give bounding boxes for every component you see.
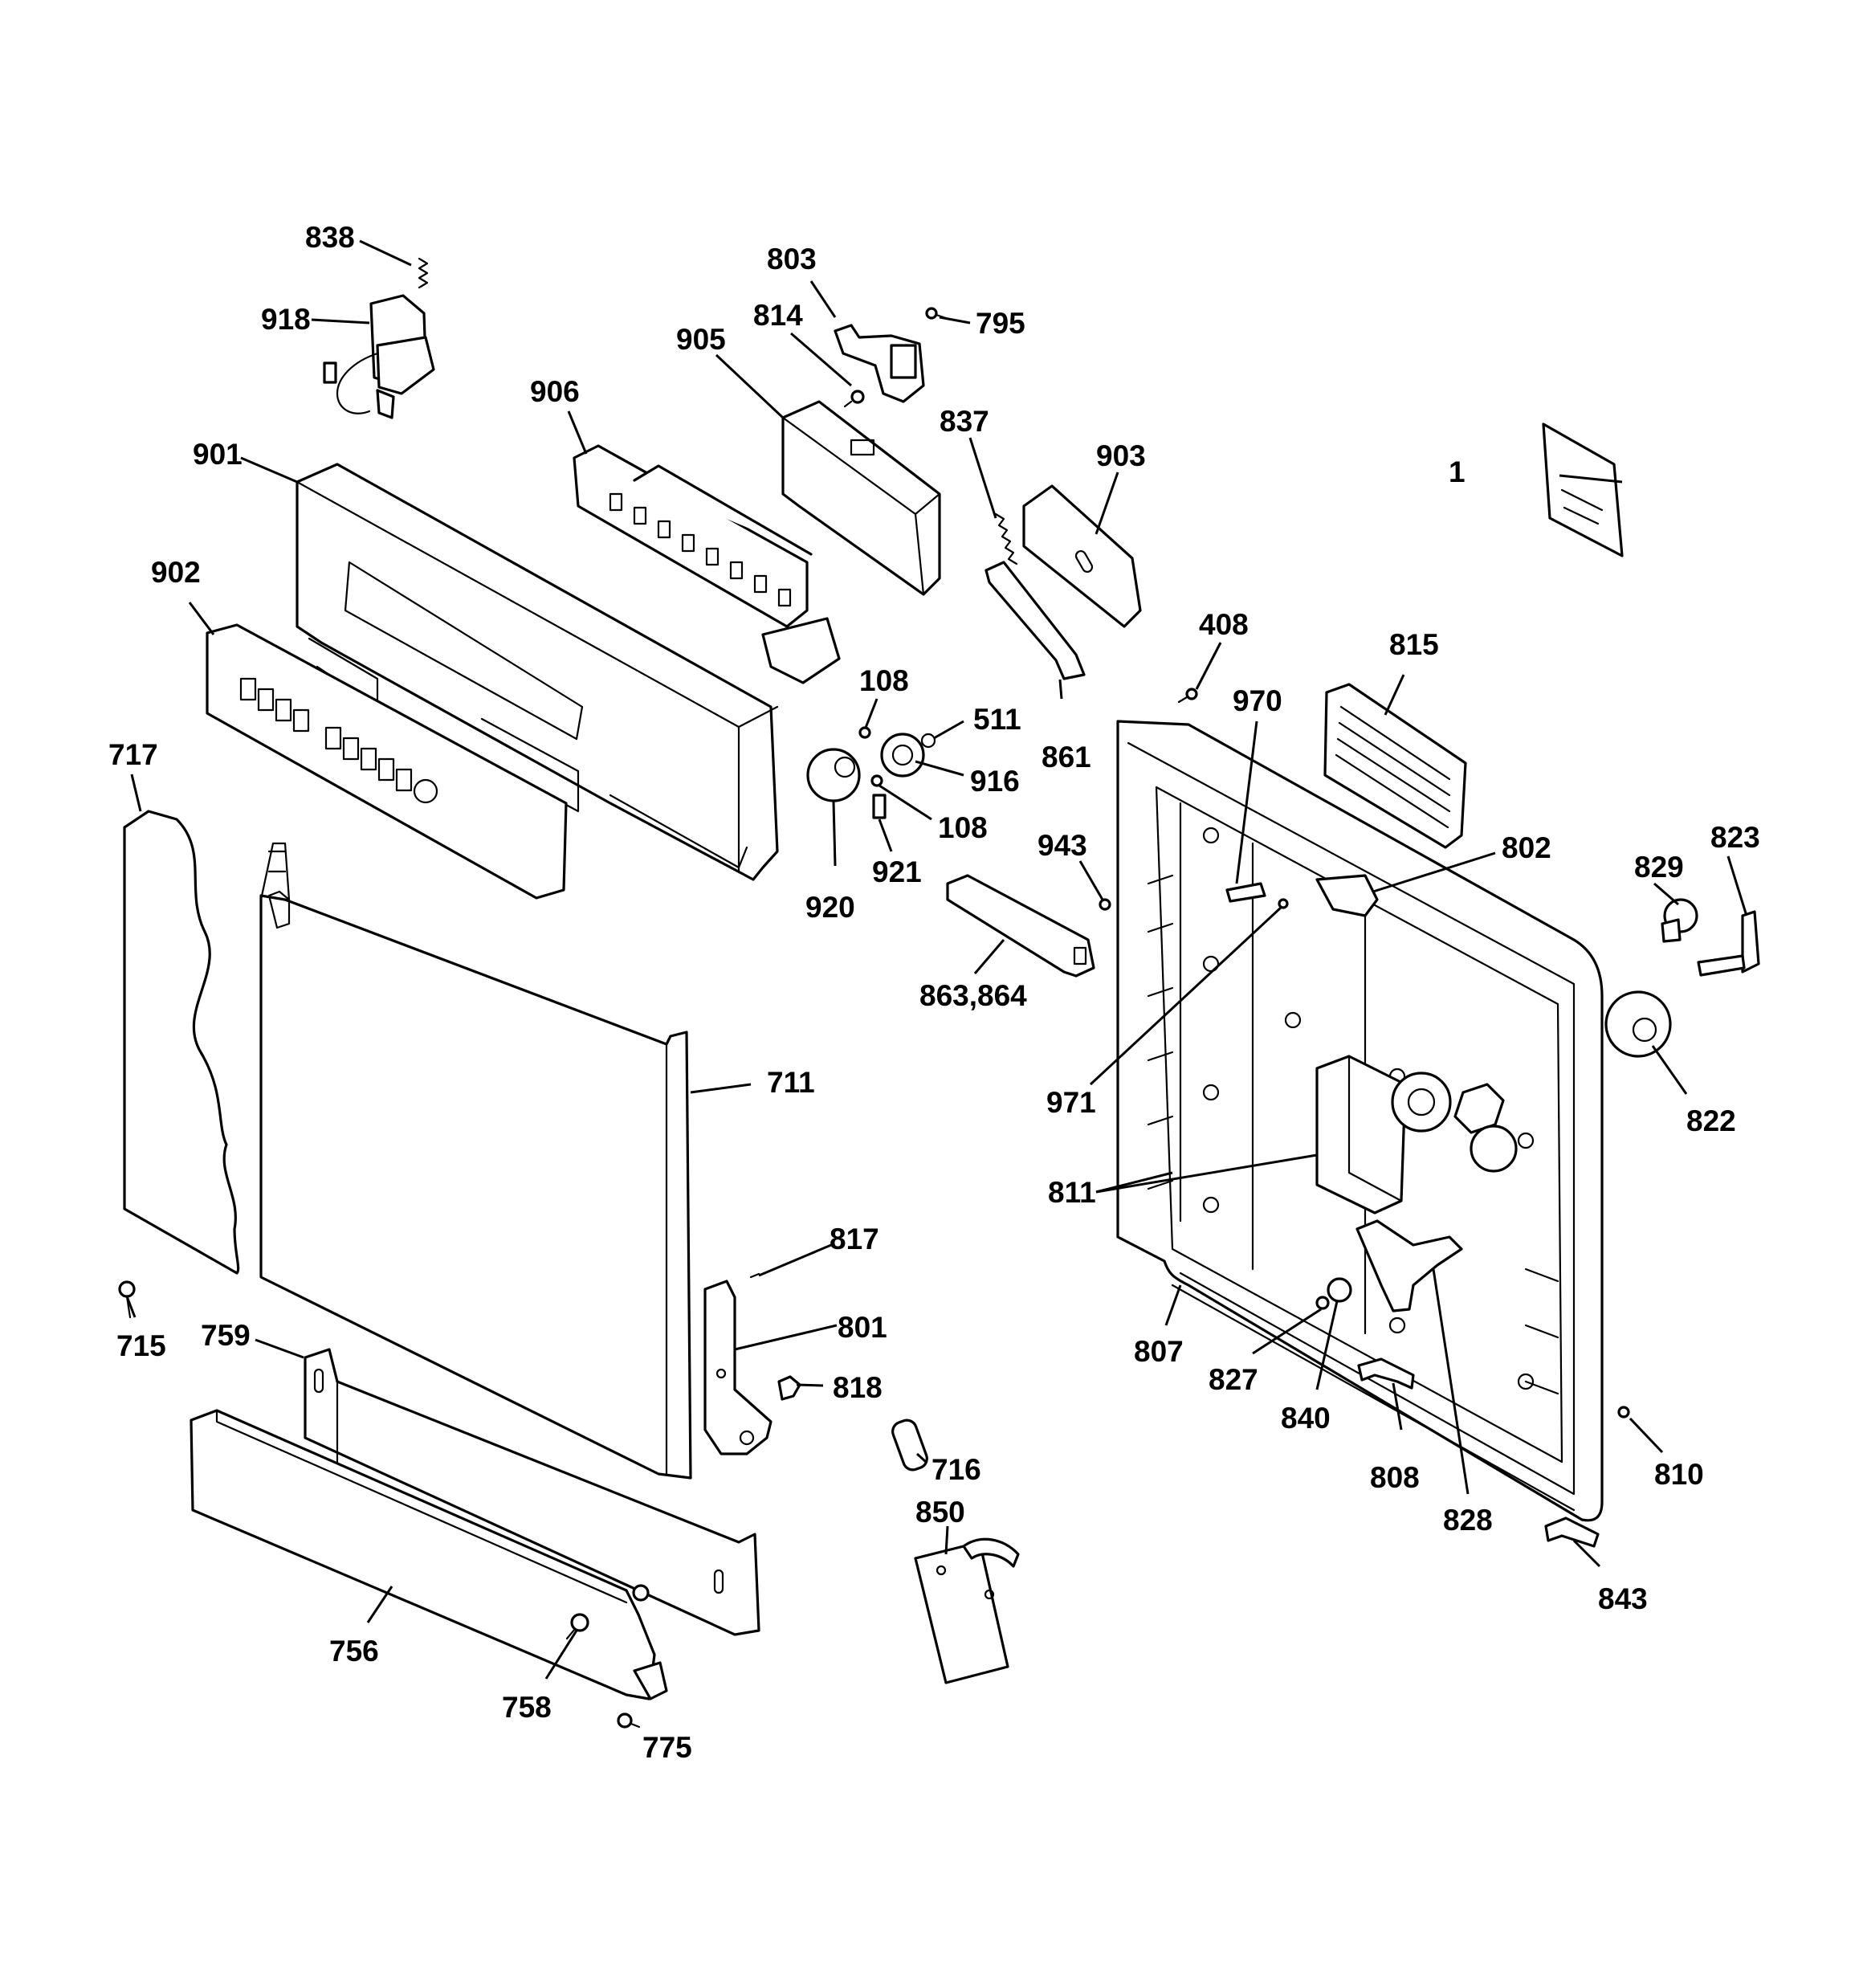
label-108-lower: 108: [938, 811, 988, 844]
part-906-button-board: [573, 444, 841, 684]
part-817-screw: [749, 1272, 760, 1279]
part-822-wheel: [1604, 990, 1672, 1058]
label-815: 815: [1389, 628, 1439, 661]
part-921-sensor: [872, 794, 887, 819]
part-902-control-overlay: [206, 623, 568, 900]
label-822: 822: [1686, 1104, 1736, 1137]
label-918: 918: [261, 303, 311, 336]
label-1: 1: [1449, 455, 1466, 488]
part-850-kit: [914, 1537, 1020, 1684]
part-905-control-board: [781, 400, 941, 596]
label-803: 803: [767, 243, 817, 276]
label-829: 829: [1634, 851, 1684, 884]
label-906: 906: [530, 375, 580, 408]
label-903: 903: [1096, 439, 1146, 472]
part-840-gasket: [1327, 1277, 1352, 1303]
label-943: 943: [1037, 829, 1087, 862]
part-labels: 1 838 918 901 902 717 715 803 814 795 90…: [108, 221, 1760, 1764]
label-715: 715: [116, 1329, 166, 1362]
label-920: 920: [805, 891, 855, 924]
label-759: 759: [201, 1319, 251, 1352]
label-807: 807: [1134, 1335, 1184, 1368]
label-837: 837: [940, 405, 989, 438]
label-902: 902: [151, 556, 201, 589]
part-108-screw-lower: [870, 774, 883, 787]
part-795-screw: [925, 307, 948, 320]
label-511: 511: [973, 703, 1021, 736]
label-905: 905: [676, 323, 726, 356]
label-810: 810: [1654, 1458, 1704, 1491]
label-827: 827: [1209, 1363, 1258, 1396]
part-758-screw: [565, 1613, 589, 1640]
part-808-hinge: [1357, 1357, 1415, 1390]
label-843: 843: [1598, 1582, 1648, 1615]
part-916-lock: [880, 733, 925, 778]
label-916: 916: [970, 765, 1020, 798]
label-970: 970: [1233, 684, 1282, 717]
part-970-tube: [1225, 882, 1266, 903]
part-920-motor: [806, 748, 861, 802]
part-814-screw: [843, 390, 865, 408]
part-903-plate: [1022, 484, 1142, 628]
part-810-screw: [1617, 1406, 1630, 1419]
part-837-spring: [994, 512, 1018, 565]
label-861: 861: [1042, 741, 1091, 774]
part-108-screw-upper: [858, 726, 871, 739]
part-1-literature: [1542, 423, 1624, 557]
label-716: 716: [932, 1453, 981, 1486]
part-901-control-panel: [296, 463, 779, 881]
part-811-dispenser: [1315, 1055, 1518, 1214]
part-829-cap: [1661, 898, 1698, 943]
label-971: 971: [1046, 1086, 1096, 1119]
label-802: 802: [1502, 831, 1551, 864]
part-717-insulation: [123, 810, 240, 1275]
part-918-bracket: [323, 294, 435, 419]
part-802-switch: [1315, 874, 1379, 917]
label-863-864: 863,864: [919, 979, 1027, 1012]
part-801-hinge-bracket: [703, 1280, 773, 1455]
label-850: 850: [915, 1496, 965, 1529]
part-711-outer-door: [259, 842, 692, 1480]
part-511-clip: [920, 733, 936, 749]
label-801: 801: [838, 1311, 887, 1344]
label-838: 838: [305, 221, 355, 254]
part-828-latch: [1355, 1219, 1463, 1312]
part-827-cap: [1315, 1296, 1330, 1310]
label-408: 408: [1199, 608, 1249, 641]
part-775-screw: [617, 1712, 641, 1729]
part-408-screw: [1177, 688, 1198, 704]
label-818: 818: [833, 1371, 883, 1404]
part-943-screw: [1099, 898, 1111, 911]
label-758: 758: [502, 1691, 552, 1724]
leader-lines: [125, 239, 1748, 1680]
part-803-switch: [834, 324, 925, 403]
part-716-pad: [891, 1419, 928, 1472]
label-108-upper: 108: [859, 664, 909, 697]
label-717: 717: [108, 738, 158, 771]
label-808: 808: [1370, 1461, 1420, 1494]
label-795: 795: [976, 307, 1025, 340]
part-815-vent: [1323, 683, 1467, 849]
part-838-spring: [418, 257, 429, 289]
part-971-grommet: [1278, 898, 1289, 909]
part-863-864-duct: [946, 874, 1095, 978]
part-759-kickplate-bracket: [304, 1348, 760, 1636]
part-861-latch-rod: [984, 561, 1086, 680]
label-901: 901: [193, 438, 243, 471]
label-756: 756: [329, 1635, 379, 1668]
label-828: 828: [1443, 1504, 1493, 1537]
label-814: 814: [753, 299, 803, 332]
label-921: 921: [872, 855, 922, 888]
label-823: 823: [1710, 821, 1760, 854]
label-840: 840: [1281, 1402, 1331, 1435]
label-811: 811: [1048, 1176, 1096, 1209]
label-817: 817: [830, 1223, 879, 1255]
part-823-arm: [1697, 910, 1760, 977]
label-711: 711: [767, 1066, 815, 1099]
label-775: 775: [642, 1731, 692, 1764]
part-756-toe-kick: [190, 1409, 668, 1700]
part-818-clip: [777, 1375, 801, 1401]
part-843-rod: [1544, 1517, 1600, 1548]
